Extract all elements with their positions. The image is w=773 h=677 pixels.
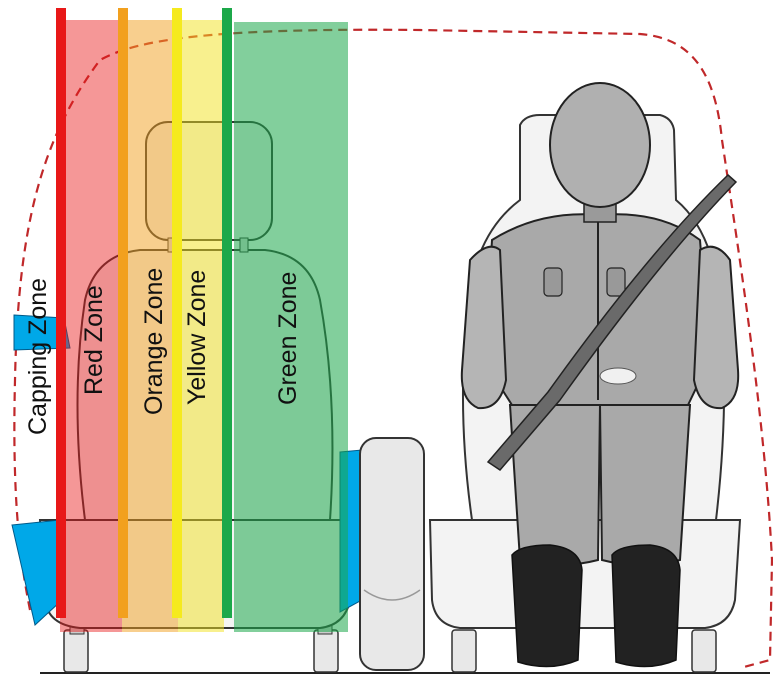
yellow-zone-line xyxy=(172,8,182,618)
seat-belt-icon xyxy=(486,173,738,471)
orange-zone-label: Orange Zone xyxy=(140,268,168,415)
orange-zone-line xyxy=(118,8,128,618)
red-zone-label: Red Zone xyxy=(80,285,108,395)
green-zone-band xyxy=(234,22,348,632)
red-zone-band xyxy=(60,20,122,632)
orange-zone-band xyxy=(122,20,178,632)
capping-zone-label: Capping Zone xyxy=(24,278,52,435)
cabin-outline xyxy=(13,28,773,670)
yellow-zone-band xyxy=(178,20,224,632)
center-console-icon xyxy=(359,437,425,671)
green-zone-label: Green Zone xyxy=(274,272,302,405)
yellow-zone-label: Yellow Zone xyxy=(183,270,211,405)
green-zone-line xyxy=(222,8,232,618)
red-zone-line xyxy=(56,8,66,618)
crash-test-dummy-icon xyxy=(460,82,740,668)
